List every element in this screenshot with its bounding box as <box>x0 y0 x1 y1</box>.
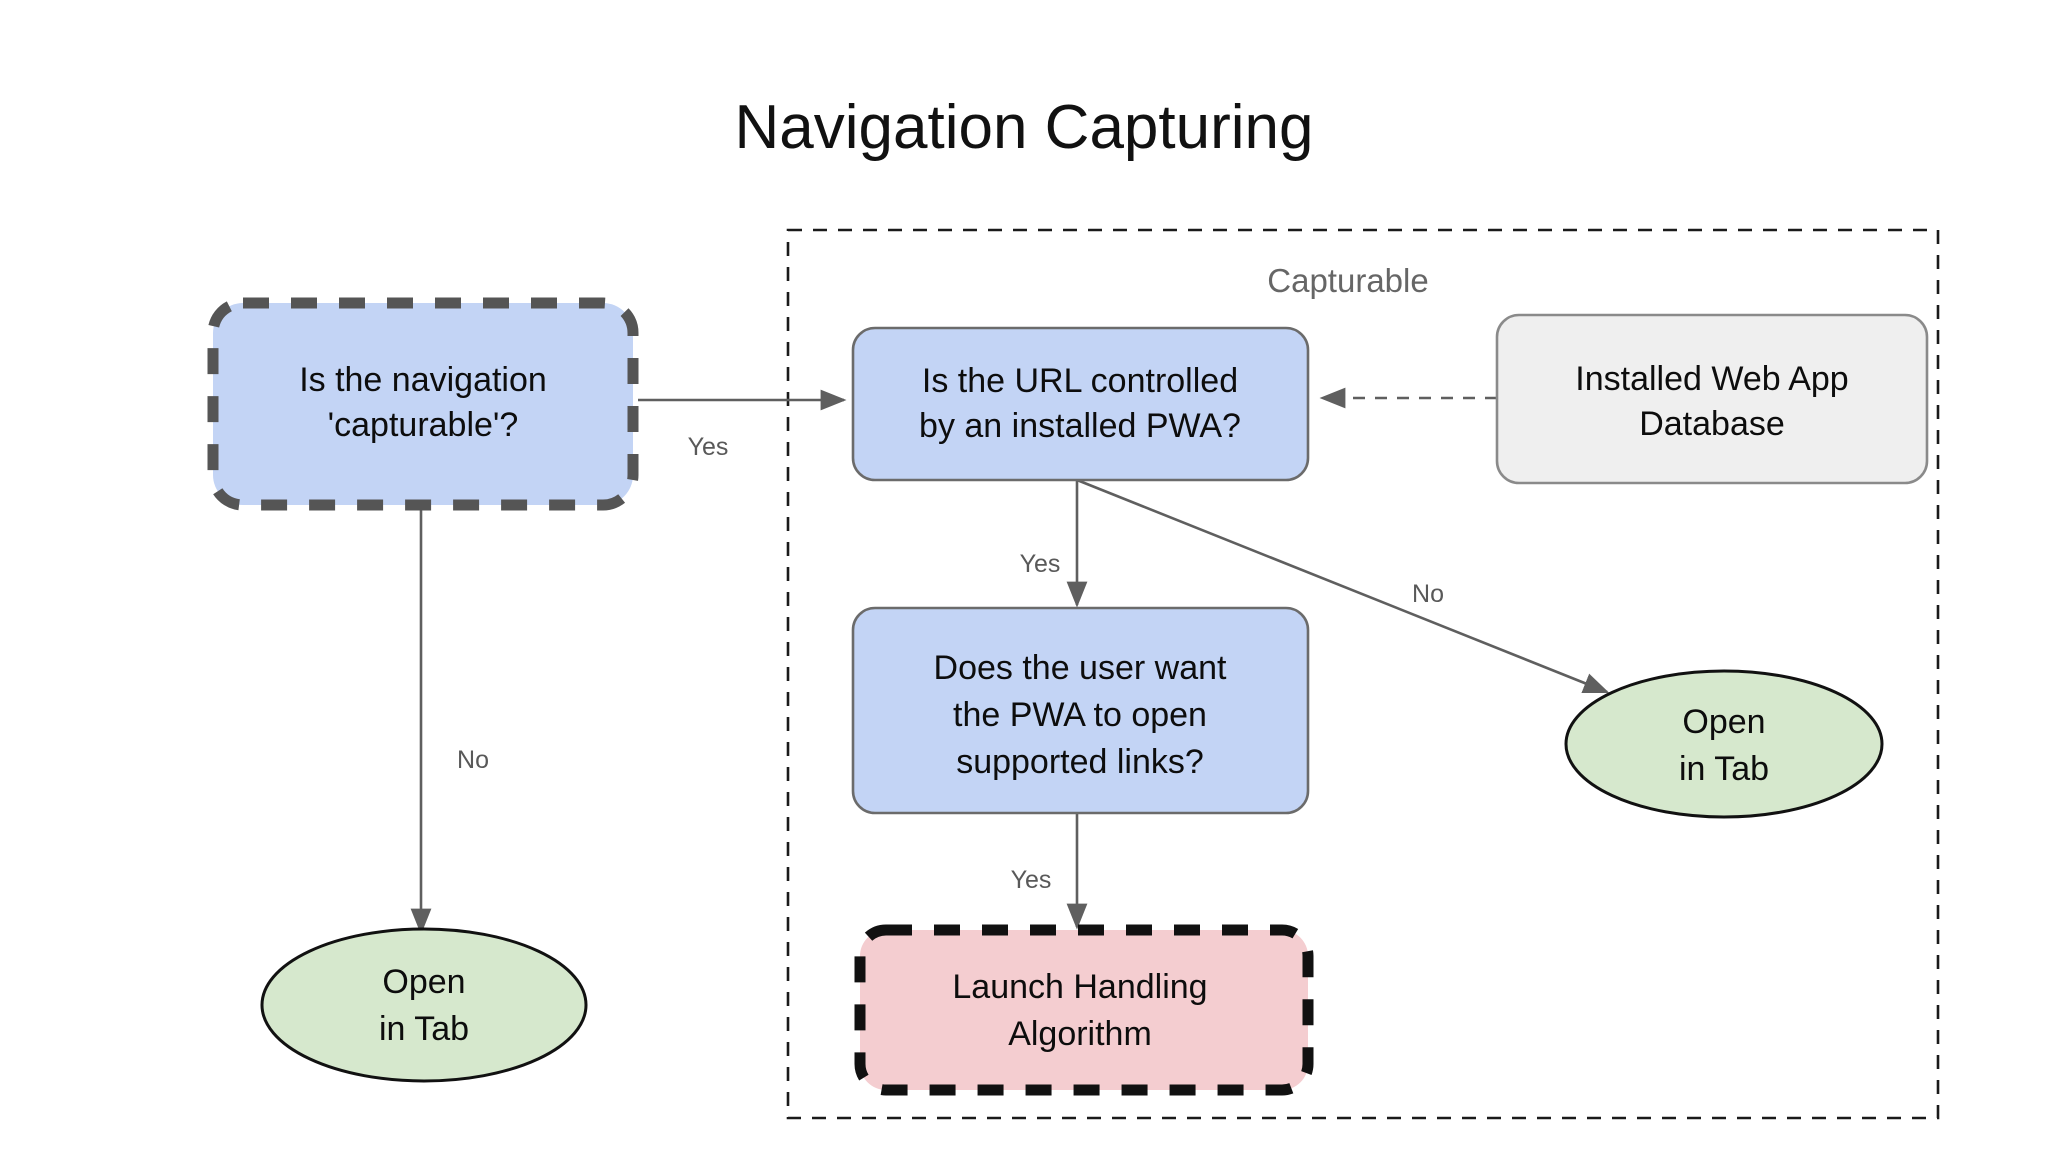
node-open-in-tab-left[interactable]: Open in Tab <box>260 927 588 1083</box>
node-open-in-tab-right-line2: in Tab <box>1679 750 1769 788</box>
capturable-group-label: Capturable <box>1267 262 1428 299</box>
node-installed-web-app-database-shape <box>1495 313 1929 485</box>
node-is-url-controlled-shape <box>851 326 1310 482</box>
edge-label-url-yes: Yes <box>1020 550 1061 578</box>
node-is-url-controlled[interactable]: Is the URL controlled by an installed PW… <box>851 326 1310 482</box>
node-does-user-want-line3: supported links? <box>956 743 1204 781</box>
node-does-user-want-shape <box>851 606 1310 815</box>
node-does-user-want-line1: Does the user want <box>934 649 1227 687</box>
node-open-in-tab-right-shape <box>1564 669 1884 819</box>
page-title: Navigation Capturing <box>734 93 1313 162</box>
capturable-group-box <box>786 228 1940 1120</box>
node-launch-handling-line2: Algorithm <box>1008 1015 1152 1053</box>
edge-label-user-yes: Yes <box>1011 866 1052 894</box>
node-is-capturable-shape <box>207 297 639 511</box>
node-open-in-tab-left-line2: in Tab <box>379 1010 469 1048</box>
node-launch-handling-algorithm[interactable]: Launch Handling Algorithm <box>854 924 1314 1096</box>
edge-label-url-no: No <box>1412 580 1444 608</box>
edge-label-capturable-no: No <box>457 746 489 774</box>
node-open-in-tab-left-line1: Open <box>382 963 465 1001</box>
edge-url-no <box>1076 478 1610 694</box>
node-installed-web-app-database[interactable]: Installed Web App Database <box>1495 313 1929 485</box>
node-is-url-controlled-line1: Is the URL controlled <box>922 362 1238 400</box>
node-launch-handling-shape <box>854 924 1314 1096</box>
edge-label-capturable-yes: Yes <box>688 433 729 461</box>
node-does-user-want-line2: the PWA to open <box>953 696 1207 734</box>
node-is-capturable-line2: 'capturable'? <box>328 406 519 444</box>
node-is-capturable-line1: Is the navigation <box>299 361 547 399</box>
node-installed-db-line1: Installed Web App <box>1575 360 1848 398</box>
node-is-capturable[interactable]: Is the navigation 'capturable'? <box>207 297 639 511</box>
node-launch-handling-line1: Launch Handling <box>952 968 1207 1006</box>
node-open-in-tab-right[interactable]: Open in Tab <box>1564 669 1884 819</box>
node-open-in-tab-right-line1: Open <box>1682 703 1765 741</box>
node-does-user-want[interactable]: Does the user want the PWA to open suppo… <box>851 606 1310 815</box>
node-open-in-tab-left-shape <box>260 927 588 1083</box>
node-installed-db-line2: Database <box>1639 405 1785 443</box>
node-is-url-controlled-line2: by an installed PWA? <box>919 407 1241 445</box>
